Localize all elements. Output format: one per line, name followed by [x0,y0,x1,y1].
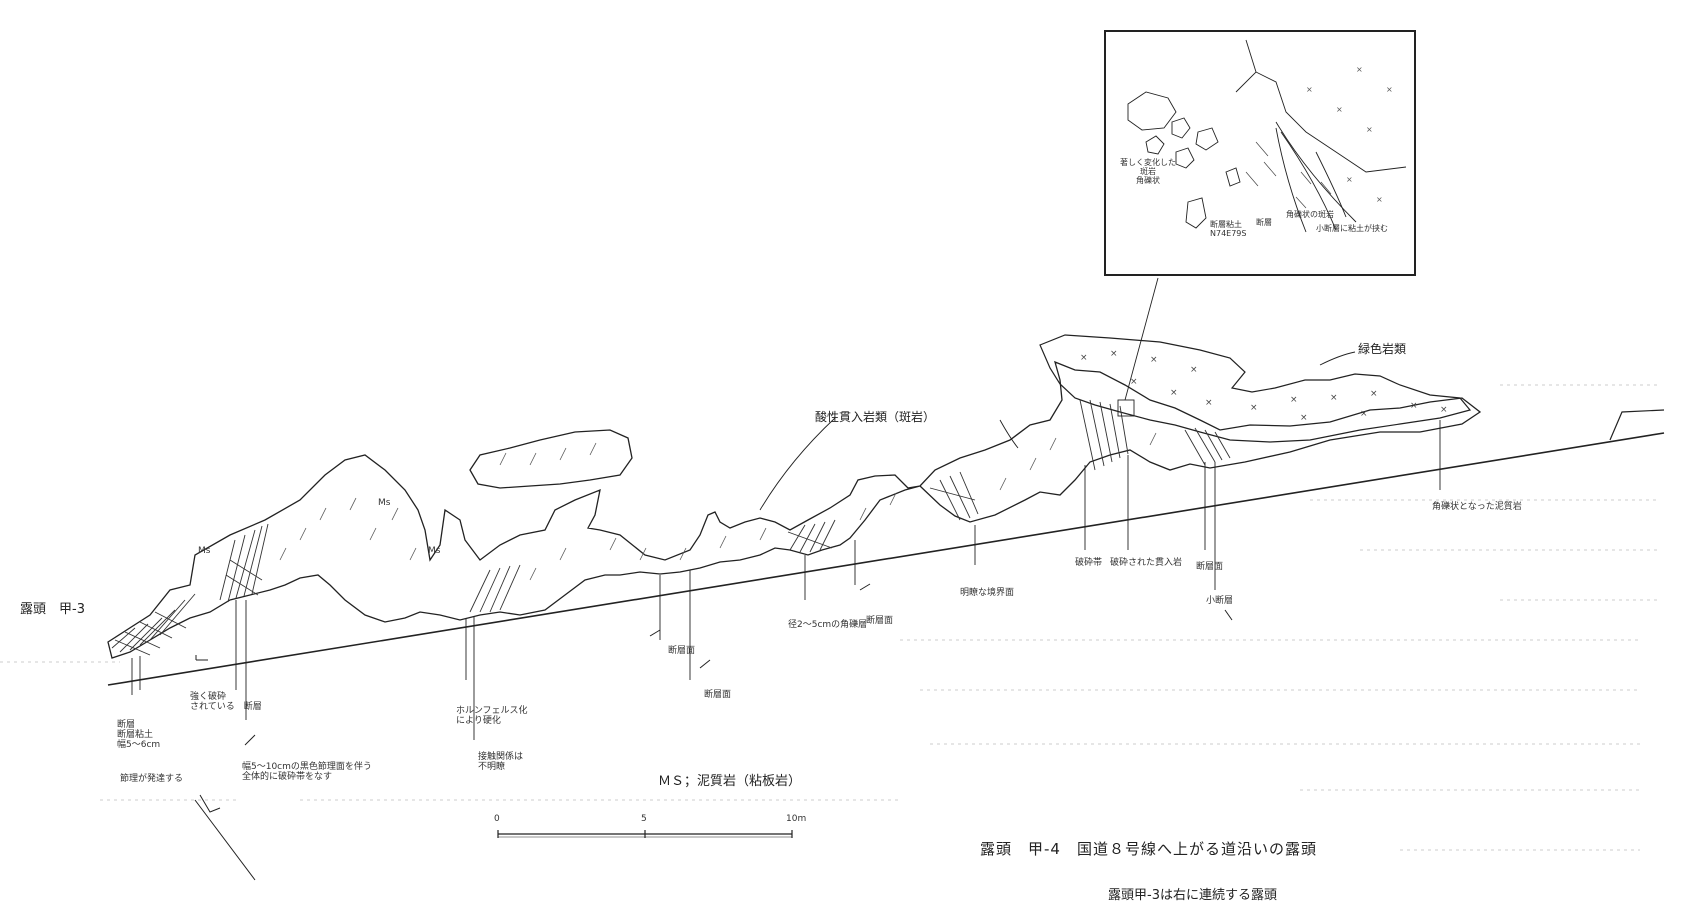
svg-text:×: × [1306,85,1313,94]
scale-tick-0: 0 [494,814,500,824]
label-pebble: 幅5〜10cmの黒色節理面を伴う 全体的に破砕帯をなす [242,762,372,782]
leader-lines [131,277,1441,740]
intrusive-label: 酸性貫入岩類（斑岩） [815,410,936,424]
label-boundary-2: 断層面 [704,690,732,700]
inset-sketch: × × × × × × × [1127,39,1407,233]
svg-text:×: × [1360,409,1368,419]
svg-text:×: × [1386,85,1393,94]
label-angular: 角礫状となった泥質岩 [1432,502,1522,512]
svg-text:×: × [1370,389,1378,399]
ms-label-3: Ms [428,546,441,556]
inset-label-fault: 断層 [1256,218,1272,227]
label-rich-intrusion: 破砕された貫入岩 [1110,558,1183,568]
inset-label-angular: 角礫状の斑岩 [1286,210,1334,219]
label-fault3: 断層面 [1196,562,1224,572]
label-breccia: 径2〜5cmの角礫層 [788,620,868,630]
label-boundary-1: 断層面 [668,646,696,656]
label-crushed: 破砕帯 [1075,558,1103,568]
svg-text:×: × [1290,395,1298,405]
svg-text:×: × [1356,65,1363,74]
svg-text:×: × [1366,125,1373,134]
left-outcrop-label: 露頭 甲-3 [20,602,85,617]
brown-rock-body [1039,334,1472,443]
scale-tick-10: 10m [786,814,807,824]
svg-text:×: × [1440,405,1448,415]
svg-text:×: × [1336,105,1343,114]
label-joints: 節理が発達する [120,774,184,784]
inset-label-small: 小断層に粘土が挟む [1316,224,1388,233]
svg-text:×: × [1190,365,1198,375]
scale-bar [497,830,793,838]
label-contact: 接触関係は 不明瞭 [478,752,524,772]
ground-line [107,432,1665,686]
label-hornfels: ホルンフェルス化 により硬化 [456,706,528,726]
figure-title: 露頭 甲-4 国道８号線へ上がる道沿いの露頭 [980,840,1317,858]
figure-subtitle: 露頭甲-3は右に連続する露頭 [1108,888,1277,903]
ms-label-2: Ms [378,498,391,508]
intrusive-body-left [469,429,633,489]
ms-label-1: Ms [198,546,211,556]
texture-marks [279,432,1157,581]
paper-lines [0,384,1660,851]
brown-rock-label: 緑色岩類 [1358,342,1407,356]
road-edge [1609,409,1665,441]
label-small-fault: 小断層 [1206,596,1234,606]
svg-text:×: × [1130,377,1138,387]
label-fault-plane: 断層面 [866,616,894,626]
svg-text:×: × [1300,413,1308,423]
svg-text:×: × [1330,393,1338,403]
label-shear: 強く破砕 されている 断層 [190,692,262,712]
strike-dip-marks [194,583,1233,881]
svg-text:×: × [1110,349,1118,359]
svg-text:×: × [1080,353,1088,363]
inset-detail: × × × × × × × 著しく変化した 斑岩 角礫状 断層粘土 N74E79S 断層… [1104,30,1416,276]
outcrop-outline [107,360,1482,659]
svg-text:×: × [1170,388,1178,398]
hatch-zones [111,399,1231,656]
inset-label-altered: 著しく変化した 斑岩 角礫状 [1120,158,1176,185]
svg-text:×: × [1346,175,1353,184]
svg-text:×: × [1205,398,1213,408]
svg-text:×: × [1376,195,1383,204]
label-sharp: 明瞭な境界面 [960,588,1015,598]
cross-marks: ××× ××× ××× ××× ××× [1080,349,1448,423]
svg-text:×: × [1250,403,1258,413]
label-dark-fault: 断層 断層粘土 幅5〜6cm [117,720,161,750]
inset-label-fault-clay: 断層粘土 N74E79S [1210,220,1247,238]
svg-text:×: × [1410,401,1418,411]
scale-tick-5: 5 [641,814,647,824]
svg-text:×: × [1150,355,1158,365]
legend-ms: ＭＳ；泥質岩（粘板岩） [658,774,802,789]
